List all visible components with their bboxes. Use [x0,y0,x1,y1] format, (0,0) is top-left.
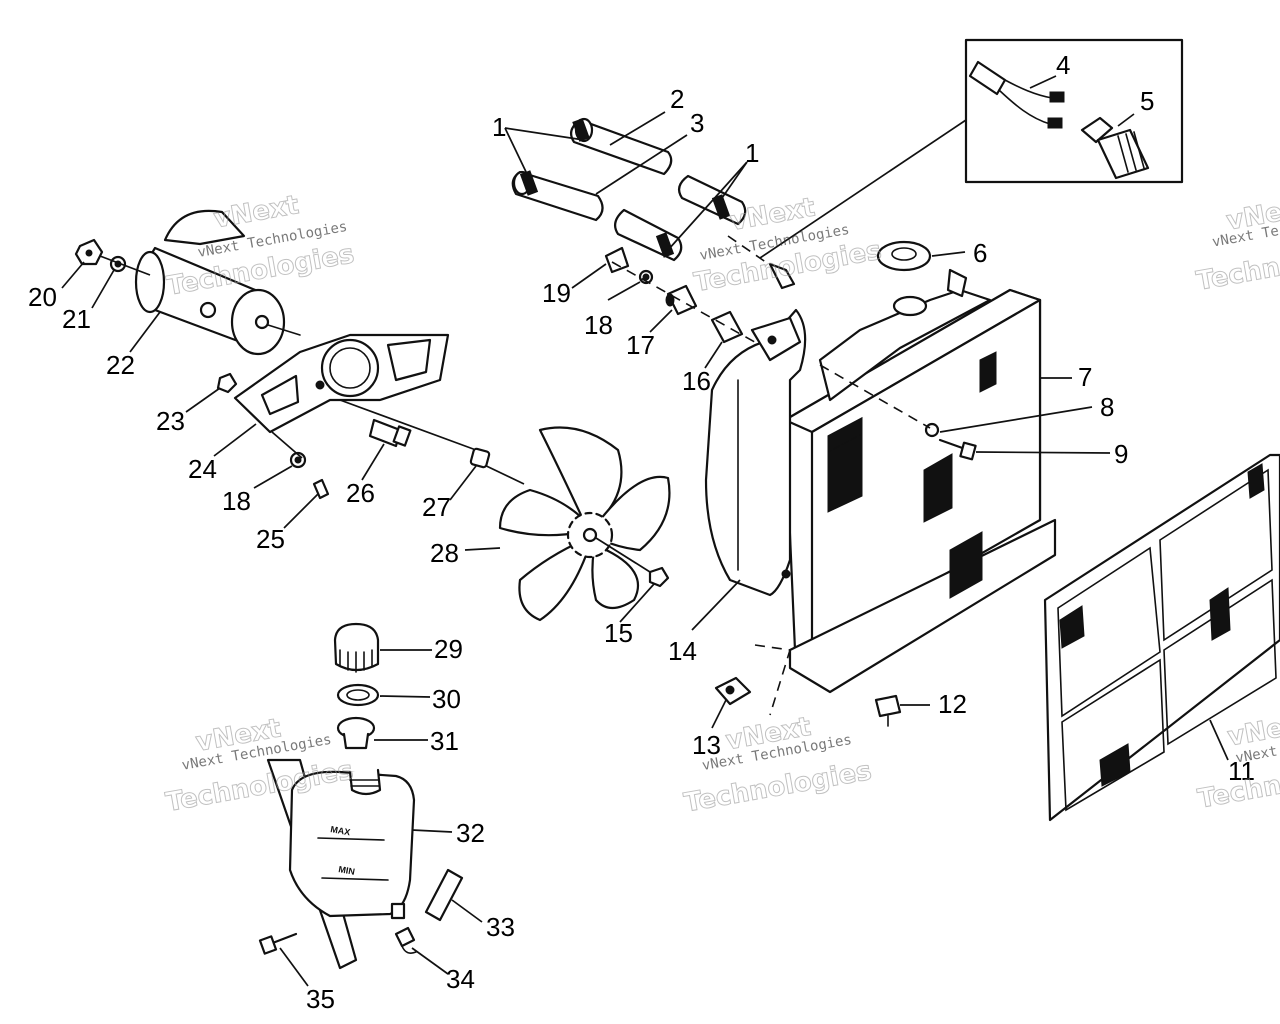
callout-25: 25 [256,524,285,554]
hose-upper [569,117,673,176]
fitting-19 [604,246,630,274]
callout-28: 28 [430,538,459,568]
fan-shroud [704,308,807,597]
callout-23: 23 [156,406,185,436]
wire-harness-connector [968,60,1065,129]
gasket-30 [336,683,380,707]
callout-2: 2 [670,84,684,114]
clamp-13 [714,676,752,706]
callout-32: 32 [456,818,485,848]
motor-bracket [233,333,450,434]
hose-lower [511,170,604,222]
bolt-9 [938,438,977,461]
callout-30: 30 [432,684,461,714]
max-mark: MAX [330,824,351,837]
callout-35: 35 [306,984,335,1014]
callout-26: 26 [346,478,375,508]
callout-21: 21 [62,304,91,334]
connector-17 [665,284,698,316]
radiator [783,268,1057,694]
min-mark: MIN [338,864,356,877]
overflow-hose-33 [424,868,464,922]
svg-text:vNext: vNext [212,190,301,234]
callout-14: 14 [668,636,697,666]
callout-4: 4 [1056,50,1070,80]
hose-right-lower [613,208,683,262]
watermark-1: vNext vNext Technologies Technologies [164,190,357,303]
callout-1-left: 1 [492,112,506,142]
small-sensor [727,235,796,290]
sleeve-16 [710,310,744,344]
callout-20: 20 [28,282,57,312]
callout-27: 27 [422,492,451,522]
callout-13: 13 [692,730,721,760]
callout-9: 9 [1114,439,1128,469]
nut-15 [648,566,670,588]
callout-7: 7 [1078,362,1092,392]
radiator-cap [876,240,932,272]
callout-24: 24 [188,454,217,484]
bolt-35 [258,932,298,955]
washer-21 [109,255,127,273]
fan-motor [134,209,301,356]
temperature-sensor [1080,116,1150,180]
callout-8: 8 [1100,392,1114,422]
inset-box [759,38,1184,259]
callout-15: 15 [604,618,633,648]
callout-12: 12 [938,689,967,719]
coolant-reservoir: MAX MIN [266,758,416,970]
callout-1-right: 1 [745,138,759,168]
leader-lines [61,75,1229,987]
callout-19: 19 [542,278,571,308]
callout-22: 22 [106,350,135,380]
callout-18-upper: 18 [584,310,613,340]
callout-34: 34 [446,964,475,994]
hose-clamp-34 [394,926,417,954]
screw-25 [312,478,330,500]
callout-16: 16 [682,366,711,396]
callout-31: 31 [430,726,459,756]
nut-23 [216,372,238,394]
callout-18-lower: 18 [222,486,251,516]
watermark-3: vNext vNext Technologies Technologies [1194,192,1280,298]
callout-29: 29 [434,634,463,664]
callout-numbers: 1 1 2 3 4 5 6 7 8 9 11 12 13 14 15 16 17… [28,50,1255,1014]
nut-20 [74,238,104,266]
washer-18-upper [638,269,654,285]
callout-3: 3 [690,108,704,138]
callout-11: 11 [1228,756,1255,786]
radiator-screen [1043,453,1280,822]
callout-33: 33 [486,912,515,942]
washer-8 [924,422,940,438]
bolt-26 [368,418,412,448]
grommet-12 [874,694,902,727]
spacer-27 [469,447,491,469]
watermark-5: vNext vNext Technologies Technologies [681,711,874,819]
reservoir-cap [333,622,380,673]
callout-6: 6 [973,238,987,268]
fan-blade [498,426,671,622]
callout-17: 17 [626,330,655,360]
seal-31 [336,716,376,750]
callout-5: 5 [1140,86,1154,116]
